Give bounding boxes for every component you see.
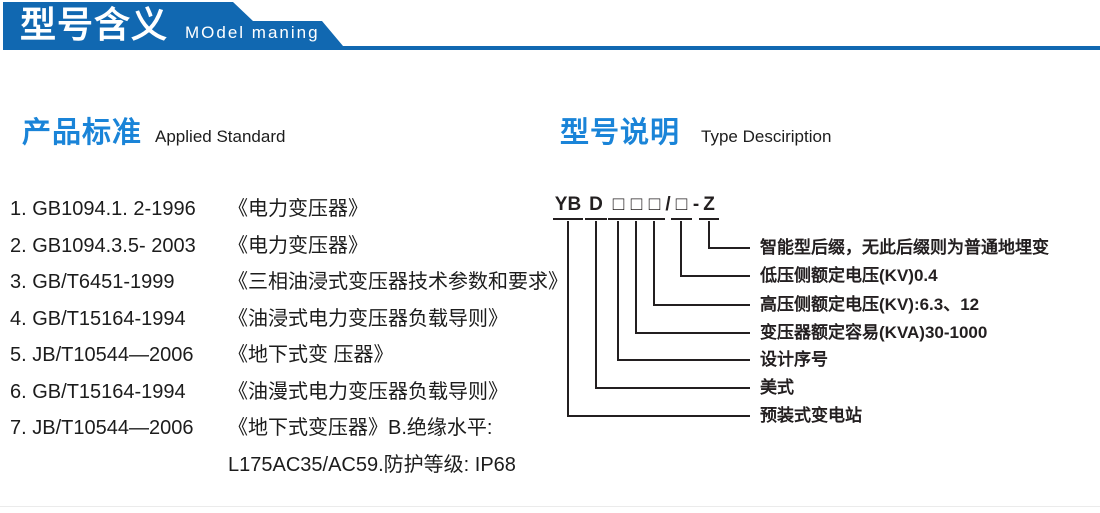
standard-title: 《三相油浸式变压器技术参数和要求》 [228, 271, 568, 293]
model-code-part-box1: □ [608, 193, 629, 220]
diagram-label-prefabricated-substation: 预装式变电站 [760, 406, 862, 425]
type-description-heading: 型号说明 Type Desciription [560, 109, 831, 151]
standard-title: 《油浸式电力变压器负载导则》 [228, 307, 508, 330]
standard-title: 《电力变压器》 [228, 234, 368, 257]
applied-standard-heading-cn: 产品标准 [22, 117, 143, 149]
standard-code: 5. JB/T10544—2006 [10, 344, 194, 366]
model-code-part-box3: □ [644, 193, 665, 220]
type-description-heading-en: Type Desciription [701, 127, 832, 146]
standard-code: 7. JB/T10544—2006 [10, 417, 194, 439]
standard-code: 6. GB/T15164-1994 [10, 380, 186, 403]
standard-item-continuation: L175AC35/AC59.防护等级: IP68 [10, 447, 570, 484]
diagram-label-hv-voltage: 高压侧额定电压(KV):6.3、12 [760, 295, 980, 314]
model-code-part-box2: □ [626, 193, 647, 220]
diagram-label-american-style: 美式 [760, 378, 794, 397]
connector-line [595, 221, 750, 389]
model-code-part-d: D [585, 193, 607, 220]
model-code-part-box4: □ [671, 193, 692, 220]
standard-item: 5. JB/T10544—2006 《地下式变 压器》 [10, 337, 570, 374]
model-code-slash: / [665, 194, 671, 215]
applied-standard-heading-en: Applied Standard [155, 127, 286, 146]
connector-line [635, 221, 750, 334]
standard-item: 7. JB/T10544—2006 《地下式变压器》B.绝缘水平: [10, 410, 570, 447]
standard-item: 2. GB1094.3.5- 2003 《电力变压器》 [10, 228, 570, 265]
type-description-heading-cn: 型号说明 [560, 117, 681, 149]
standard-title: L175AC35/AC59.防护等级: IP68 [228, 453, 516, 476]
diagram-label-lv-voltage: 低压侧额定电压(KV)0.4 [760, 266, 938, 285]
standard-code: 2. GB1094.3.5- 2003 [10, 234, 196, 257]
model-code-part-yb: YB [553, 193, 583, 220]
connector-line [653, 221, 750, 306]
page-bottom-divider [0, 506, 1100, 507]
standard-item: 6. GB/T15164-1994 《油漫式电力变压器负载导则》 [10, 374, 570, 411]
connector-line [680, 221, 750, 277]
connector-line [708, 221, 750, 249]
standard-title: 《地下式变压器》B.绝缘水平: [228, 417, 493, 439]
connector-line [567, 221, 750, 417]
standards-list: 1. GB1094.1. 2-1996 《电力变压器》 2. GB1094.3.… [10, 191, 570, 483]
diagram-label-design-number: 设计序号 [760, 350, 828, 369]
standard-item: 4. GB/T15164-1994 《油浸式电力变压器负载导则》 [10, 301, 570, 338]
diagram-label-rated-capacity: 变压器额定容易(KVA)30-1000 [760, 323, 988, 342]
model-code-part-z: Z [699, 193, 719, 220]
header-banner: 型号含义 MOdel maning [3, 2, 1100, 50]
page-title: 型号含义 [20, 4, 169, 45]
model-code-dash: - [692, 194, 700, 215]
standard-code: 3. GB/T6451-1999 [10, 271, 175, 293]
connector-line [617, 221, 750, 361]
standard-title: 《地下式变 压器》 [228, 344, 394, 366]
standard-title: 《电力变压器》 [228, 198, 368, 220]
standard-code: 4. GB/T15164-1994 [10, 307, 186, 330]
standard-title: 《油漫式电力变压器负载导则》 [228, 380, 508, 403]
standard-item: 3. GB/T6451-1999 《三相油浸式变压器技术参数和要求》 [10, 264, 570, 301]
page-subtitle: MOdel maning [185, 23, 320, 42]
standard-item: 1. GB1094.1. 2-1996 《电力变压器》 [10, 191, 570, 228]
applied-standard-heading: 产品标准 Applied Standard [22, 109, 285, 151]
standard-code: 1. GB1094.1. 2-1996 [10, 198, 196, 220]
diagram-label-smart-suffix: 智能型后缀，无此后缀则为普通地埋变 [760, 238, 1049, 257]
standard-code [10, 447, 228, 484]
